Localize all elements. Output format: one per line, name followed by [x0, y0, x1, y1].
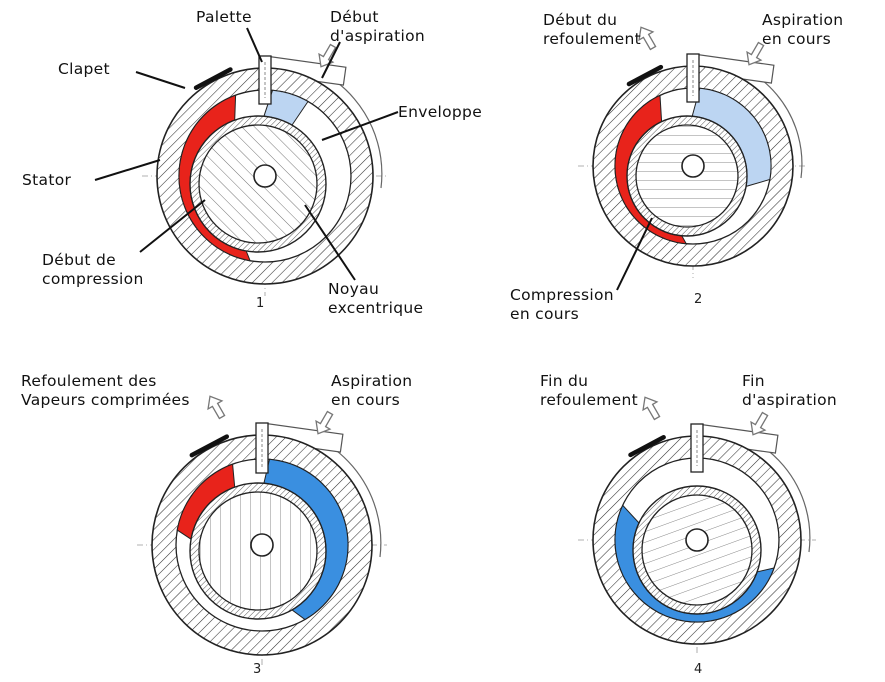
leader-debut-compression	[139, 199, 206, 253]
leader-debut-aspiration	[321, 41, 341, 79]
label-aspiration-en-cours-3: Aspiration en cours	[331, 372, 413, 409]
label-fin-aspiration: Fin d'aspiration	[742, 372, 837, 409]
label-palette: Palette	[196, 8, 252, 26]
suction-arrow	[315, 410, 334, 435]
compressor-stage-3	[137, 422, 387, 667]
label-noyau-excentrique: Noyau excentrique	[328, 280, 424, 317]
label-enveloppe: Enveloppe	[398, 103, 483, 121]
diagram-number-4: 4	[694, 662, 703, 677]
valve	[193, 67, 233, 90]
leader-stator	[94, 159, 161, 181]
shaft-hole	[250, 533, 274, 557]
label-compression-en-cours: Compression en cours	[510, 286, 614, 323]
discharge-arrow	[638, 26, 657, 51]
label-debut-compression: Début de compression	[42, 251, 144, 288]
label-fin-refoulement: Fin du refoulement	[540, 372, 639, 409]
diagram-number-2: 2	[694, 292, 703, 307]
diagram-number-3: 3	[253, 662, 262, 677]
leader-palette	[246, 27, 263, 63]
valve	[626, 64, 664, 87]
compressor-stage-2	[578, 53, 808, 278]
compressor-stage-4	[578, 423, 816, 656]
label-debut-refoulement: Début du refoulement	[543, 11, 642, 48]
compressor-stage-1	[142, 55, 388, 296]
discharge-arrow	[642, 396, 661, 421]
vane	[255, 422, 269, 474]
shaft-hole	[253, 164, 277, 188]
valve	[189, 434, 230, 458]
diagram-number-1: 1	[256, 296, 265, 311]
leader-enveloppe	[321, 111, 399, 141]
shaft-hole	[685, 528, 709, 552]
suction-arrow	[750, 411, 769, 436]
label-refoulement-vapeurs: Refoulement des Vapeurs comprimées	[21, 372, 190, 409]
leader-noyau	[304, 204, 356, 281]
label-aspiration-en-cours-2: Aspiration en cours	[762, 11, 844, 48]
label-debut-aspiration: Début d'aspiration	[330, 8, 425, 45]
label-stator: Stator	[22, 171, 72, 189]
leader-clapet	[135, 71, 186, 89]
label-clapet: Clapet	[58, 60, 110, 78]
shaft-hole	[681, 154, 705, 178]
suction-arrow	[318, 43, 337, 68]
discharge-arrow	[207, 395, 226, 420]
suction-arrow	[746, 41, 765, 66]
valve	[628, 435, 666, 458]
leader-compression-en-cours	[616, 217, 653, 291]
